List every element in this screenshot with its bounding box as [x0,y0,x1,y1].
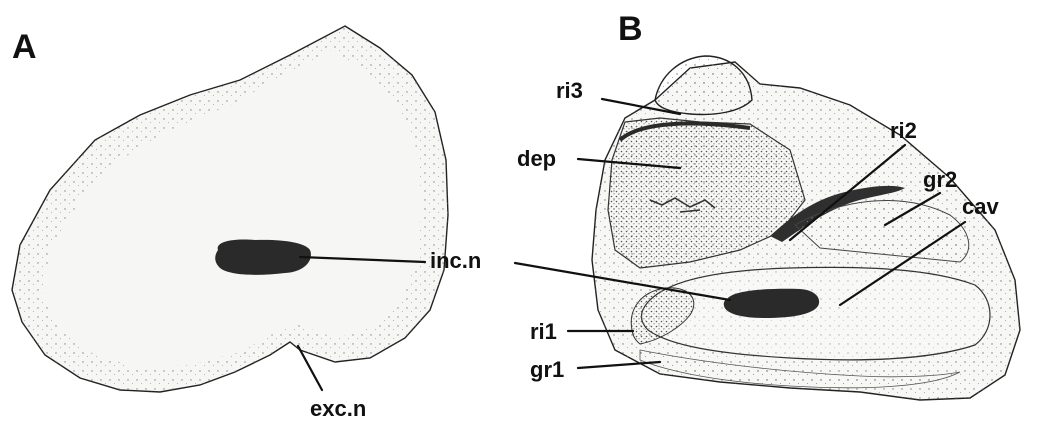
label-gr2: gr2 [923,167,957,192]
label-exc-n: exc.n [310,396,366,421]
label-inc-n: inc.n [430,248,481,273]
panel-a-incisive-nerve [215,239,311,274]
panel-a-letter: A [12,28,37,66]
panel-b-incisive-nerve [724,289,819,318]
label-ri2: ri2 [890,118,917,143]
label-cav: cav [962,194,999,219]
panel-b-cavity-stipple [641,267,990,359]
label-ri3: ri3 [556,78,583,103]
label-dep: dep [517,146,556,171]
panel-a: A exc.n [12,26,448,421]
label-gr1: gr1 [530,357,564,382]
panel-b: B ri3 ri2 [515,10,1020,400]
panel-b-letter: B [618,10,643,48]
label-ri1: ri1 [530,319,557,344]
